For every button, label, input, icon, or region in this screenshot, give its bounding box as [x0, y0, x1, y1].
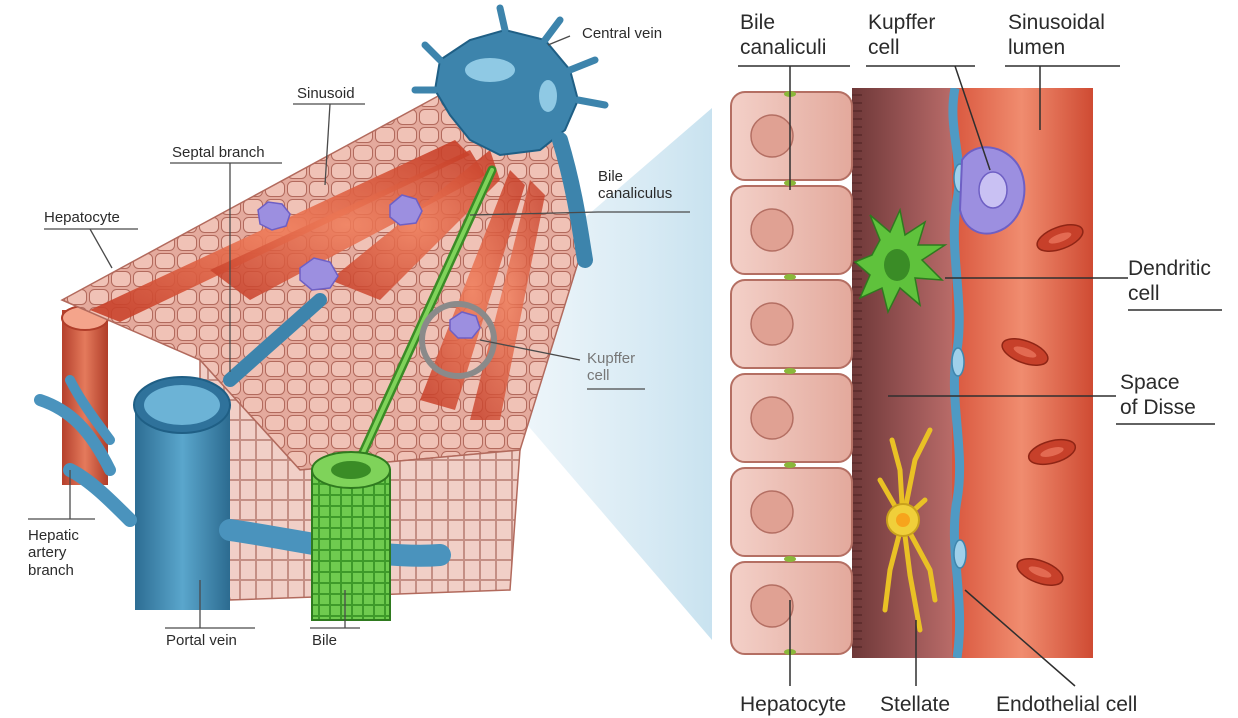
label-septal-branch: Septal branch	[172, 144, 265, 161]
sinusoid-detail-illustration	[731, 88, 1093, 658]
label-dendritic-cell: Dendritic cell	[1128, 256, 1211, 306]
label-kupffer-cell-right: Kupffer cell	[868, 10, 935, 60]
label-hepatocyte-left: Hepatocyte	[44, 209, 120, 226]
label-central-vein: Central vein	[582, 25, 662, 42]
label-hepatic-artery-branch: Hepatic artery branch	[28, 527, 79, 579]
portal-vein	[135, 405, 230, 610]
space-of-disse	[852, 88, 952, 658]
label-portal-vein: Portal vein	[166, 632, 237, 649]
label-bile: Bile	[312, 632, 337, 649]
label-hepatocyte-right: Hepatocyte	[740, 692, 846, 717]
label-bile-canaliculus: Bile canaliculus	[598, 168, 672, 203]
label-endothelial-cell: Endothelial cell	[996, 692, 1137, 717]
label-bile-canaliculi: Bile canaliculi	[740, 10, 826, 60]
label-sinusoid: Sinusoid	[297, 85, 355, 102]
label-kupffer-cell-left: Kupffer cell	[587, 350, 635, 385]
lobule-illustration	[40, 8, 712, 640]
label-sinusoidal-lumen: Sinusoidal lumen	[1008, 10, 1105, 60]
label-space-of-disse: Space of Disse	[1120, 370, 1196, 420]
label-stellate: Stellate	[880, 692, 950, 717]
bile-duct	[312, 470, 390, 620]
